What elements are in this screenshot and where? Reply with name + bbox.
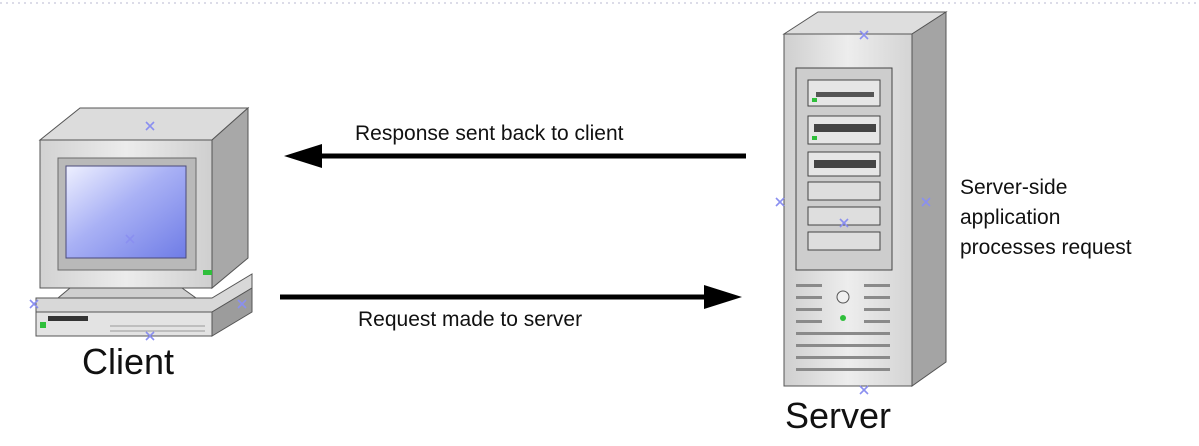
marker-x-icon [237, 299, 247, 309]
server-note: Server-side application processes reques… [960, 173, 1132, 263]
marker-x-icon [839, 218, 849, 228]
server-power-button [836, 290, 850, 304]
server-note-line: processes request [960, 236, 1132, 259]
marker-x-icon [859, 30, 869, 40]
marker-x-icon [921, 197, 931, 207]
client-computer-icon [35, 106, 253, 337]
client-label: Client [82, 341, 175, 382]
request-arrow-label: Request made to server [358, 308, 583, 331]
server-tower-icon [782, 11, 948, 387]
request-arrow [280, 285, 742, 309]
marker-x-icon [125, 234, 135, 244]
marker-x-icon [145, 331, 155, 341]
response-arrow [284, 144, 746, 168]
client-screen [65, 165, 187, 259]
response-arrow-label: Response sent back to client [355, 122, 624, 145]
server-note-line: Server-side [960, 176, 1068, 199]
marker-x-icon [29, 299, 39, 309]
marker-x-icon [859, 385, 869, 395]
server-power-led [840, 315, 846, 321]
connection-markers [29, 30, 931, 395]
server-note-line: application [960, 206, 1061, 229]
server-label: Server [785, 395, 892, 436]
marker-x-icon [775, 197, 785, 207]
marker-x-icon [145, 121, 155, 131]
monitor-power-led [203, 270, 212, 275]
